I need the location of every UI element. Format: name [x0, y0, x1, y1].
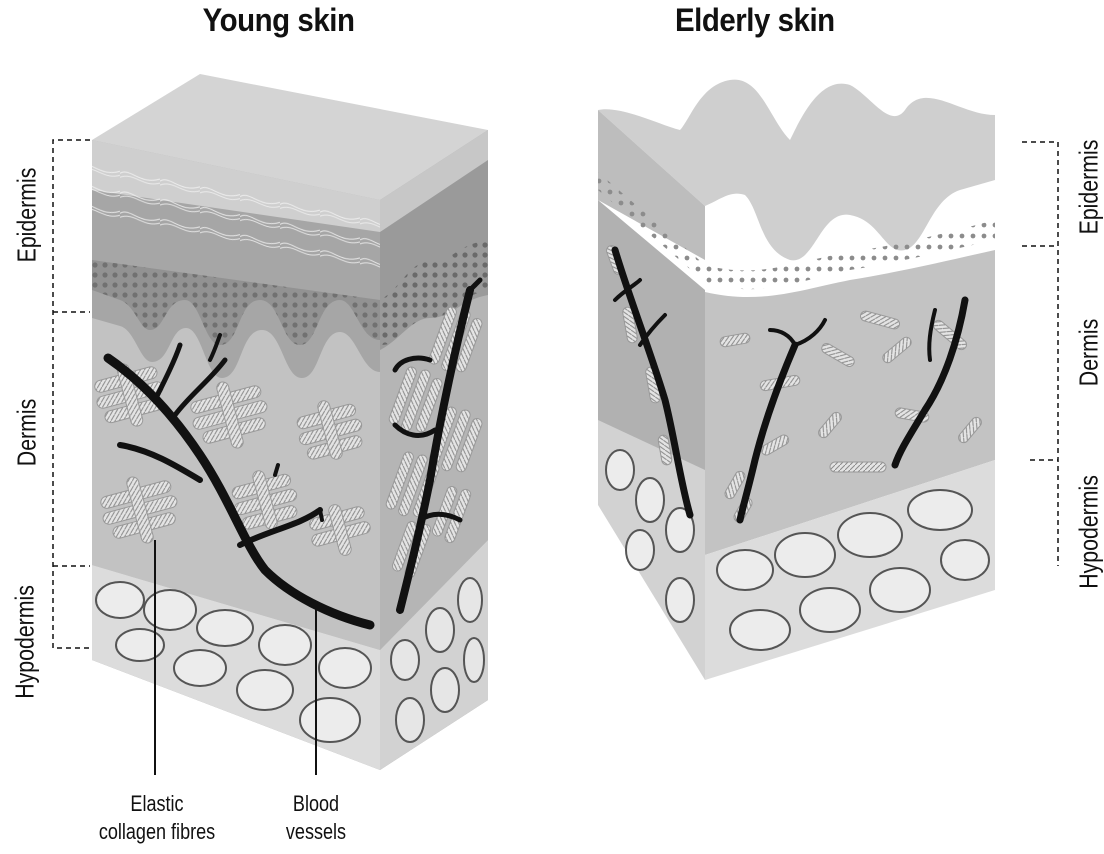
young-layer-brackets	[53, 140, 90, 648]
fibres-callout-line2: collagen fibres	[87, 818, 226, 846]
fibres-callout-line1: Elastic	[87, 790, 226, 818]
vessels-callout-line1: Blood	[277, 790, 356, 818]
young-skin-block	[89, 74, 488, 775]
elderly-skin-block	[598, 80, 995, 680]
elderly-hypodermis-label: Hypodermis	[1074, 482, 1104, 589]
elderly-epidermis-label: Epidermis	[1074, 161, 1104, 235]
young-dermis-label: Dermis	[12, 409, 43, 466]
fibres-callout: Elastic collagen fibres	[87, 790, 226, 846]
young-hypodermis-label: Hypodermis	[10, 592, 41, 699]
elderly-dermis-label: Dermis	[1074, 329, 1104, 386]
vessels-callout: Blood vessels	[277, 790, 356, 846]
young-epidermis-label: Epidermis	[12, 189, 43, 263]
elderly-layer-brackets	[1022, 142, 1058, 566]
vessels-callout-line2: vessels	[277, 818, 356, 846]
